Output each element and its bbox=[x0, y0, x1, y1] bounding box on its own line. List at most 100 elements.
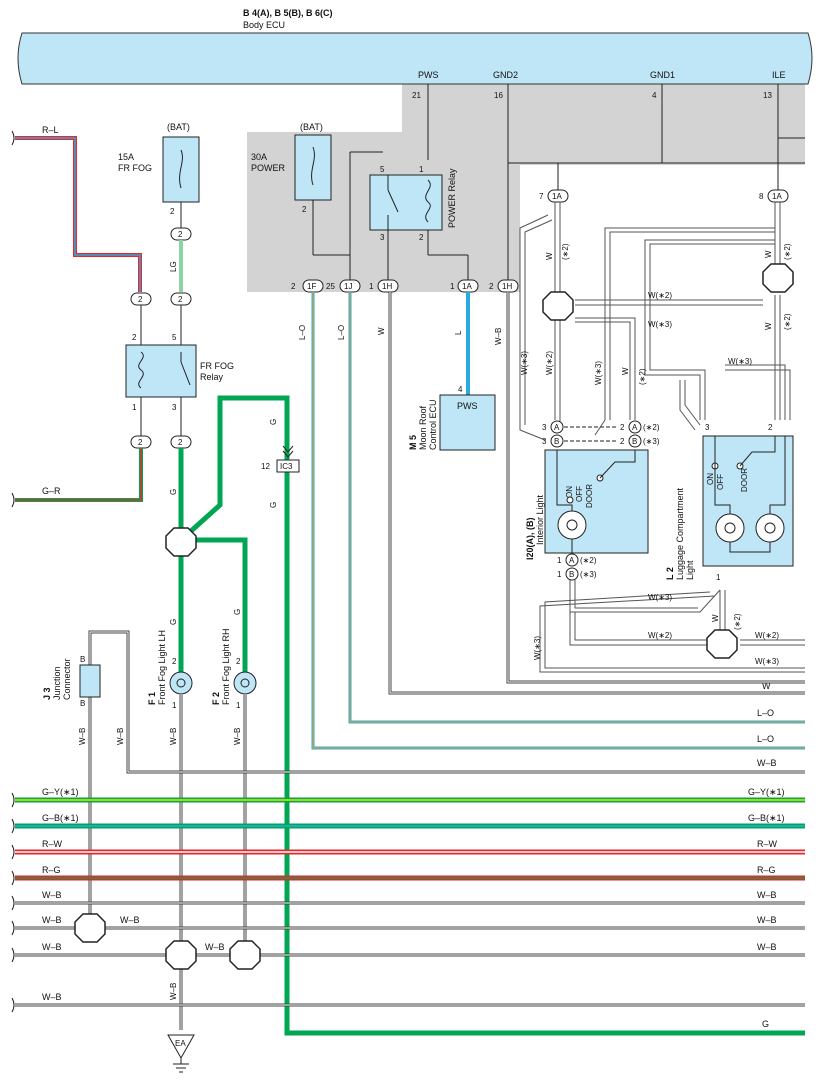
connector-1h-a: 1H bbox=[382, 282, 392, 291]
svg-text:W–B: W–B bbox=[205, 942, 225, 952]
svg-text:W–B: W–B bbox=[233, 728, 242, 745]
svg-text:5: 5 bbox=[172, 333, 177, 342]
fr-fog-fuse-bat: (BAT) bbox=[167, 122, 190, 132]
fog-rh-name: Front Fog Light RH bbox=[221, 628, 231, 705]
svg-text:1: 1 bbox=[132, 403, 137, 412]
power-fuse-bat: (BAT) bbox=[300, 122, 323, 132]
svg-text:A: A bbox=[569, 556, 575, 565]
svg-text:W(∗3): W(∗3) bbox=[648, 320, 672, 329]
svg-text:3: 3 bbox=[542, 423, 547, 432]
svg-text:G: G bbox=[762, 1019, 769, 1029]
power-fuse-element bbox=[311, 146, 315, 186]
svg-text:8: 8 bbox=[759, 192, 764, 201]
moon-roof-ecu bbox=[439, 394, 496, 451]
svg-text:(∗2): (∗2) bbox=[783, 243, 792, 260]
ecu-pinnum-21: 21 bbox=[412, 91, 421, 100]
svg-text:W: W bbox=[377, 327, 386, 335]
svg-text:W(∗2): W(∗2) bbox=[755, 631, 779, 640]
svg-text:2: 2 bbox=[620, 437, 625, 446]
svg-text:3: 3 bbox=[542, 437, 547, 446]
svg-text:W(∗3): W(∗3) bbox=[755, 657, 779, 666]
splice-wb-1 bbox=[74, 913, 106, 943]
svg-text:W(∗2): W(∗2) bbox=[648, 291, 672, 300]
svg-text:2: 2 bbox=[178, 230, 183, 239]
power-fuse-pin2: 2 bbox=[302, 205, 307, 214]
svg-text:W: W bbox=[621, 367, 630, 375]
svg-text:LG: LG bbox=[169, 261, 178, 272]
connector-1h-b: 1H bbox=[502, 282, 512, 291]
svg-text:2: 2 bbox=[138, 438, 143, 447]
left-wire-ends bbox=[11, 130, 15, 1013]
svg-text:G–B(∗1): G–B(∗1) bbox=[748, 813, 785, 823]
svg-text:W–B: W–B bbox=[42, 992, 62, 1002]
ecu-pinnum-16: 16 bbox=[494, 91, 503, 100]
fog-rh-code: F 2 bbox=[211, 692, 221, 705]
svg-text:2: 2 bbox=[236, 657, 241, 666]
svg-text:L–O: L–O bbox=[757, 734, 774, 744]
svg-text:W: W bbox=[762, 681, 771, 691]
splice-g bbox=[165, 527, 197, 557]
svg-text:ON: ON bbox=[706, 473, 715, 485]
ground-ea bbox=[167, 1034, 195, 1060]
ecu-internal-wires bbox=[312, 84, 805, 280]
svg-text:FR FOG: FR FOG bbox=[200, 361, 234, 371]
power-relay-contact bbox=[387, 189, 399, 213]
svg-text:G–R: G–R bbox=[42, 486, 61, 496]
svg-text:A: A bbox=[632, 423, 638, 432]
diagram-title: B 4(A), B 5(B), B 6(C) bbox=[243, 8, 333, 18]
power-fuse-name: POWER bbox=[251, 163, 286, 173]
svg-text:Moon Roof: Moon Roof bbox=[418, 405, 428, 450]
diagram-subtitle: Body ECU bbox=[243, 20, 285, 30]
svg-text:25: 25 bbox=[326, 282, 335, 291]
lo-wires bbox=[311, 292, 805, 750]
svg-text:G: G bbox=[169, 619, 178, 625]
power-relay-coil bbox=[425, 179, 431, 223]
svg-text:Relay: Relay bbox=[200, 372, 224, 382]
svg-text:2: 2 bbox=[170, 207, 175, 216]
svg-text:R–W: R–W bbox=[42, 839, 63, 849]
svg-text:W: W bbox=[545, 252, 554, 260]
svg-text:W–B: W–B bbox=[169, 983, 178, 1000]
connector-1a-right: 1A bbox=[772, 192, 782, 201]
svg-text:R–L: R–L bbox=[42, 125, 59, 135]
svg-text:W–B: W–B bbox=[494, 328, 503, 345]
svg-text:2: 2 bbox=[768, 423, 773, 432]
svg-text:G: G bbox=[233, 609, 242, 615]
ecu-pinnum-13: 13 bbox=[763, 91, 772, 100]
svg-text:W(∗3): W(∗3) bbox=[594, 361, 603, 385]
connector-1a-left: 1A bbox=[552, 192, 562, 201]
svg-text:G–Y(∗1): G–Y(∗1) bbox=[42, 787, 79, 797]
svg-text:(∗2): (∗2) bbox=[733, 613, 742, 630]
ecu-pin-pws: PWS bbox=[418, 70, 439, 80]
power-fuse-rating: 30A bbox=[251, 152, 267, 162]
svg-text:1: 1 bbox=[557, 556, 562, 565]
power-relay-pin3: 3 bbox=[380, 233, 385, 242]
connector-1j: 1J bbox=[344, 282, 352, 291]
svg-text:W–B: W–B bbox=[120, 915, 140, 925]
luggage-light-bulb-2 bbox=[755, 513, 785, 543]
connector-1a: 1A bbox=[462, 282, 472, 291]
ecu-pinnum-4: 4 bbox=[652, 91, 657, 100]
interior-light-code: I20(A), (B) bbox=[525, 517, 535, 560]
svg-text:Connector: Connector bbox=[62, 658, 72, 700]
ecu-pin-ile: ILE bbox=[772, 70, 786, 80]
svg-text:R–G: R–G bbox=[757, 865, 776, 875]
svg-text:R–G: R–G bbox=[42, 865, 61, 875]
svg-text:1: 1 bbox=[369, 282, 374, 291]
g-wire-network bbox=[178, 395, 805, 1036]
splice-w-left bbox=[542, 291, 574, 321]
power-relay-label: POWER Relay bbox=[447, 168, 457, 228]
svg-text:(∗2): (∗2) bbox=[783, 313, 792, 330]
svg-text:W(∗3): W(∗3) bbox=[533, 636, 542, 660]
connector-row: 1F 2 1J 25 1H 1 1A 1 1H 2 1A 7 1A 8 bbox=[291, 189, 789, 293]
svg-text:1: 1 bbox=[716, 573, 721, 582]
svg-text:W–B: W–B bbox=[42, 890, 62, 900]
svg-text:W–B: W–B bbox=[42, 915, 62, 925]
svg-text:2: 2 bbox=[178, 438, 183, 447]
interior-light-bulb bbox=[557, 510, 587, 540]
svg-text:W(∗2): W(∗2) bbox=[545, 351, 554, 375]
svg-text:(∗3): (∗3) bbox=[580, 570, 597, 579]
svg-text:ON: ON bbox=[565, 486, 574, 498]
svg-text:W–B: W–B bbox=[757, 758, 777, 768]
